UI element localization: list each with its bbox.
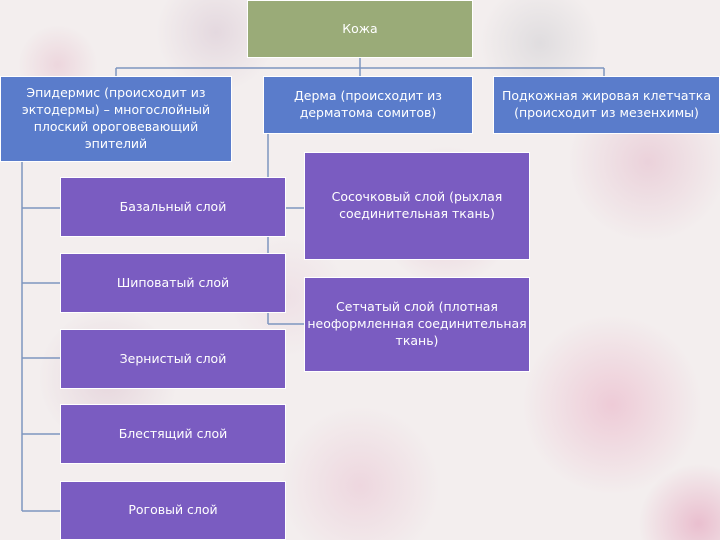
node-dermis: Дерма (происходит из дерматома сомитов)	[263, 76, 473, 134]
node-granular-layer: Зернистый слой	[60, 329, 286, 389]
node-spinous-layer: Шиповатый слой	[60, 253, 286, 313]
node-corneum-layer: Роговый слой	[60, 481, 286, 540]
node-reticular-layer-label: Сетчатый слой (плотная неоформленная сое…	[307, 299, 527, 348]
root-node-skin: Кожа	[247, 0, 473, 58]
node-papillary-layer-label: Сосочковый слой (рыхлая соединительная т…	[331, 189, 503, 221]
node-lucid-layer: Блестящий слой	[60, 404, 286, 464]
node-basal-layer: Базальный слой	[60, 177, 286, 237]
node-hypodermis: Подкожная жировая клетчатка (происходит …	[493, 76, 720, 134]
node-lucid-layer-label: Блестящий слой	[118, 425, 228, 441]
node-epidermis-label: Эпидермис (происходит из эктодермы) – мн…	[21, 85, 211, 151]
node-dermis-label: Дерма (происходит из дерматома сомитов)	[294, 88, 442, 120]
node-reticular-layer: Сетчатый слой (плотная неоформленная сое…	[304, 277, 530, 372]
node-papillary-layer: Сосочковый слой (рыхлая соединительная т…	[304, 152, 530, 260]
node-spinous-layer-label: Шиповатый слой	[116, 274, 230, 290]
node-granular-layer-label: Зернистый слой	[119, 350, 227, 366]
node-hypodermis-label: Подкожная жировая клетчатка (происходит …	[502, 88, 712, 120]
node-corneum-layer-label: Роговый слой	[128, 502, 218, 518]
node-epidermis: Эпидермис (происходит из эктодермы) – мн…	[0, 76, 232, 162]
root-node-label: Кожа	[342, 20, 378, 36]
node-basal-layer-label: Базальный слой	[119, 198, 227, 214]
